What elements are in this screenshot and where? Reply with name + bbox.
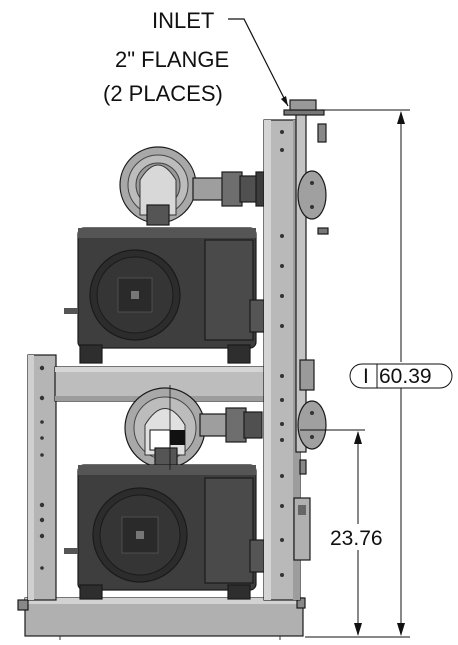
lower-blower (124, 387, 263, 469)
inlet-callout-line3: (2 PLACES) (103, 81, 223, 106)
base-skid (17, 597, 306, 640)
lower-motor (64, 464, 269, 600)
left-frame-column (27, 354, 57, 601)
overall-dim-value: 60.39 (379, 365, 432, 388)
overall-height-dimension: I 60.39 (305, 109, 453, 638)
inlet-callout-line1: INLET (152, 8, 214, 33)
inlet-callout-line2: 2" FLANGE (115, 47, 229, 72)
lower-height-dimension: 23.76 (300, 429, 383, 636)
overall-dim-prefix: I (363, 365, 369, 388)
overall-dim-frame (349, 363, 453, 389)
inlet-leader-line (228, 18, 289, 107)
inlet-piping (283, 99, 329, 561)
lower-dim-value: 23.76 (330, 527, 383, 550)
upper-blower (119, 146, 267, 226)
inlet-leader-arrow (281, 96, 288, 106)
upper-motor (64, 227, 269, 364)
